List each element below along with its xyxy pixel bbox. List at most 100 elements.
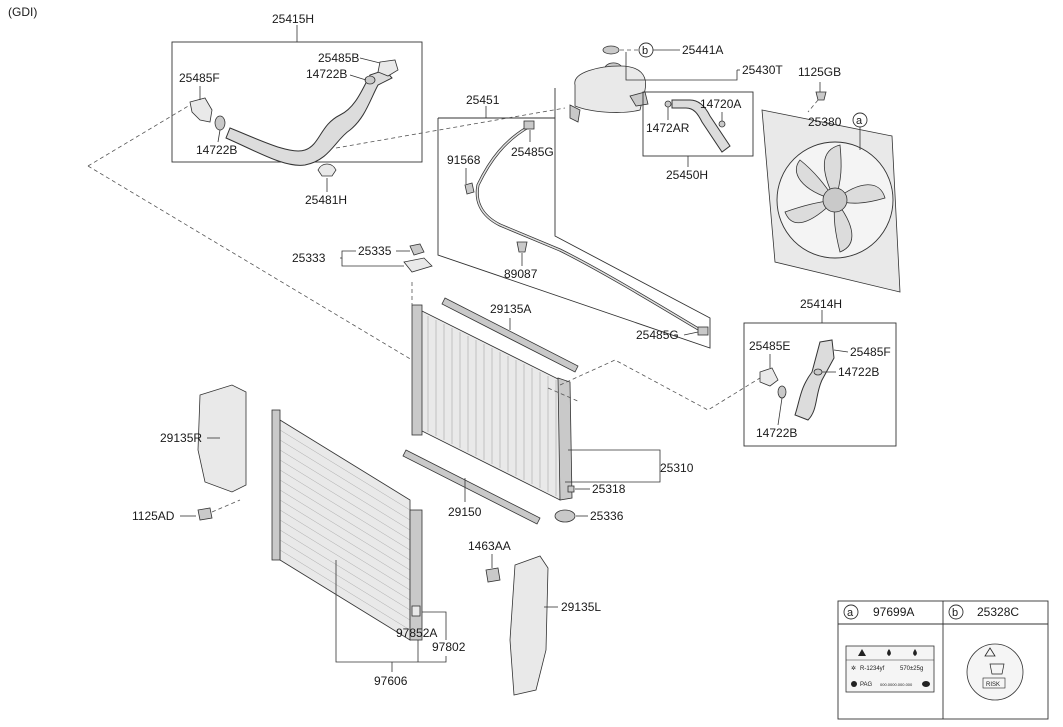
hose-fitting-25485F [189,97,213,123]
breather-hose-group: 14720A 1472AR 25450H [642,91,754,182]
hose-group-box-right [743,322,897,447]
label-89087: 89087 [504,267,538,281]
label-25485G-top: 25485G [511,145,554,159]
receiver-drier [409,509,423,641]
clamp-14722B-upper [813,368,823,376]
label-25318: 25318 [592,482,626,496]
label-25485F-right: 25485F [850,345,891,359]
bolt-1125AD [197,507,213,521]
radiator-tank-left [411,304,423,436]
fitting-25485E [759,367,779,387]
label-14722B-top: 14722B [306,67,347,81]
lower-seal [402,449,541,525]
label-14720A: 14720A [700,97,741,111]
label-14722B-right: 14722B [838,365,879,379]
legend-part-97699A: 97699A [873,605,914,619]
drain-plug-25318 [567,485,575,493]
air-guard-29135L: 1463AA 29135L [468,539,601,696]
label-25415H: 25415H [272,12,314,26]
refrigerant-type: R-1234yf [860,666,885,672]
radiator-group: 25310 25318 [411,304,694,501]
warning-icon [858,649,866,656]
label-25485B: 25485B [318,51,359,65]
assembly-lines [87,104,761,411]
bracket-group-25333: 25333 25335 [292,243,433,273]
lower-radiator-hose [794,339,835,421]
label-25485F-top: 25485F [179,71,220,85]
clip-91568 [464,182,475,195]
label-25450H: 25450H [666,168,708,182]
drop-icon-2 [913,649,917,656]
coolant-reservoir [574,65,647,113]
label-25414H: 25414H [800,297,842,311]
label-25451: 25451 [466,93,500,107]
radiator-tank-right [557,377,573,501]
callout-a-letter: a [856,115,863,127]
label-code: 000.0000.000.000 [880,682,913,687]
label-14722B-rightbottom: 14722B [756,426,797,440]
hose-group-25415H: 25415H 25485B 14722B 25485F 14722B 25481… [171,12,423,207]
label-25485E: 25485E [749,339,790,353]
hose-clip-25481H [317,163,337,177]
refrigerant-amount: 570±25g [900,666,923,672]
label-91568: 91568 [447,153,481,167]
label-25336: 25336 [590,509,624,523]
legend-letter-b: b [952,607,958,619]
gear-icon: ✲ [851,665,856,672]
legend-letter-a: a [847,607,854,619]
label-25485G-bottom: 25485G [636,328,679,342]
overflow-hose-group: 25451 91568 25485G 89087 25485G [437,88,711,349]
reservoir-group: b 25441A 25430T [569,42,783,123]
top-seal [441,297,579,373]
upper-radiator-hose [225,69,393,166]
clamp-14722B-lower [777,385,787,399]
legend-part-25328C: 25328C [977,605,1019,619]
label-1125AD: 1125AD [132,509,175,523]
insulator-25336: 25336 [554,509,624,523]
hose-group-25414H: 25414H 25485E 25485F 14722B 14722B [743,297,897,447]
label-29135A: 29135A [490,302,531,316]
label-25481H: 25481H [305,193,347,207]
bolt-1125GB [815,91,827,101]
label-1125GB: 1125GB [798,65,841,79]
label-25430T: 25430T [742,63,783,77]
legend-table: a 97699A b 25328C ✲ R-1234yf 570±25g PAG… [837,600,1049,720]
bracket-25335 [409,243,425,256]
fan-blades [784,144,886,253]
label-97606: 97606 [374,674,408,688]
label-97852A: 97852A [396,626,437,640]
bolt-1125AD-group: 1125AD [132,499,241,523]
air-guard-29135R: 29135R [160,384,247,493]
condenser-group: 97852A 97802 97606 [271,409,466,688]
label-1463AA: 1463AA [468,539,511,553]
hose-clamp-left [214,115,226,131]
callout-b-letter: b [642,45,648,57]
hose-clamp-right [364,75,376,85]
label-1472AR: 1472AR [646,121,690,135]
seal-29150: 29150 [402,449,541,525]
bracket-25333 [403,257,433,273]
label-25333: 25333 [292,251,326,265]
caution-text: RISK [986,682,1000,688]
variant-label: (GDI) [8,5,37,19]
label-97802: 97802 [432,640,466,654]
overflow-hose-box [437,88,711,349]
label-25380: 25380 [808,115,842,129]
reservoir-cap-seal [602,45,620,55]
hose-fitting-25485B [377,59,399,77]
seal-29135A: 29135A [441,297,579,373]
fan-hub [822,187,848,213]
clip-89087 [516,241,528,253]
oil-icon [851,681,857,687]
label-25335: 25335 [358,244,392,258]
hand-burn-icon [989,663,1005,675]
drop-icon [887,649,891,656]
oil-type: PAG [860,682,873,688]
label-25310: 25310 [660,461,694,475]
air-guard-left [509,555,549,696]
label-14722B-topleft: 14722B [196,143,237,157]
condenser-tank-left [271,409,281,561]
label-25441A: 25441A [682,43,723,57]
drier-cap-97852A [411,605,421,617]
